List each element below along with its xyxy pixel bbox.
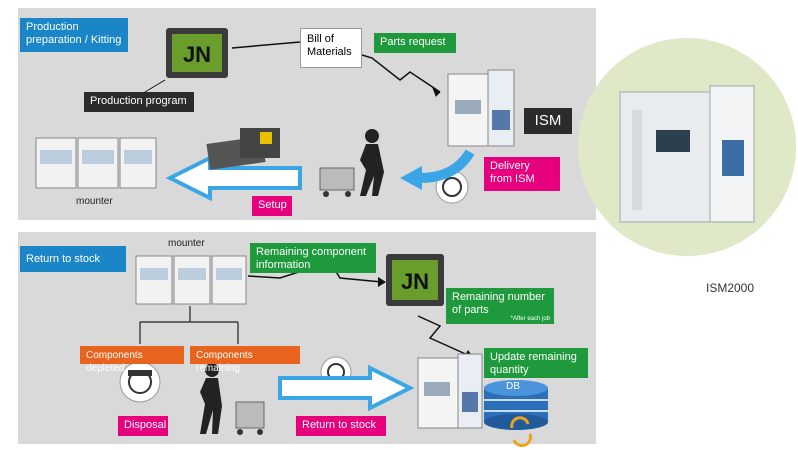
delivery-arrow	[419, 149, 475, 183]
connector-line	[361, 54, 441, 93]
sync-icon	[510, 416, 533, 448]
return-arrow	[278, 364, 415, 412]
jn-logo-text: JN	[401, 269, 429, 294]
ism2000-machine-image	[619, 85, 755, 223]
remaining-parts-label: Remaining number of parts *After each jo…	[446, 288, 554, 324]
db-label: DB	[506, 381, 520, 392]
worker-bottom-icon	[200, 363, 265, 435]
mounter-machines-bottom	[135, 255, 247, 305]
mounter-label-top: mounter	[76, 196, 113, 207]
remaining-info-label: Remaining component information	[250, 243, 376, 273]
bill-of-materials-doc: Bill of Materials	[300, 28, 362, 68]
ism-machine-top	[447, 69, 515, 147]
jn-logo-text: JN	[183, 42, 211, 67]
feeder-setup-cart	[206, 128, 280, 170]
components-depleted-label: Components depleted	[80, 346, 184, 374]
ism-label: ISM	[524, 108, 572, 134]
split-connector	[139, 306, 239, 344]
production-program-label: Production program	[84, 92, 194, 112]
product-name: ISM2000	[706, 281, 755, 295]
worker-top-icon	[319, 129, 384, 197]
jn-software-icon: JN	[166, 28, 228, 78]
return-to-stock-label: Return to stock	[296, 416, 386, 436]
connector-line	[417, 315, 471, 357]
mounter-label-bottom: mounter	[168, 238, 205, 249]
delivery-arrow-head	[400, 166, 422, 190]
components-remaining-label: Components remaining	[190, 346, 300, 374]
update-quantity-label: Update remaining quantity	[484, 348, 588, 378]
reel-icon-depleted	[119, 361, 161, 403]
setup-label: Setup	[252, 196, 292, 216]
mounter-machines-top	[35, 137, 157, 189]
remaining-parts-text: Remaining number of parts	[452, 291, 545, 316]
database-icon	[484, 380, 548, 430]
disposal-label: Disposal	[118, 416, 168, 436]
ism-machine-bottom	[417, 353, 483, 429]
jn-software-icon-bottom: JN	[386, 254, 444, 306]
arrow-head-icon	[432, 86, 441, 97]
connector-line	[231, 41, 301, 49]
after-each-job-note: *After each job	[510, 316, 550, 322]
delivery-from-ism-label: Delivery from ISM	[484, 157, 560, 191]
parts-request-label: Parts request	[374, 33, 456, 53]
section-title-return: Return to stock	[20, 246, 126, 272]
arrow-head-icon	[378, 277, 386, 287]
section-title-kitting: Production preparation / Kitting	[20, 18, 128, 52]
